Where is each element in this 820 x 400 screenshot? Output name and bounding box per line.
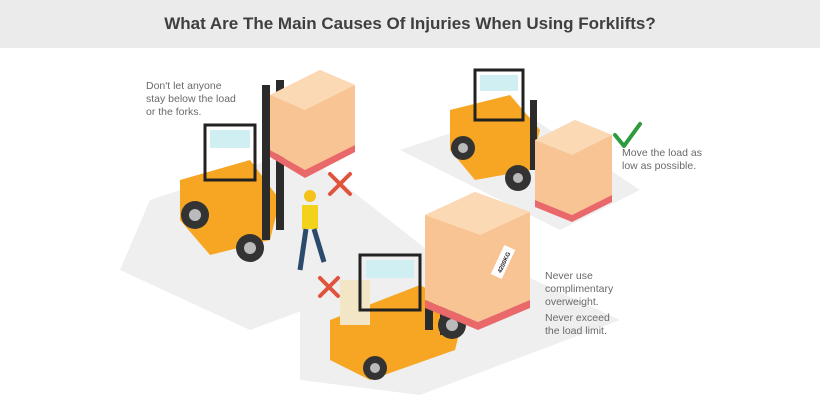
forklift-right: [450, 68, 612, 222]
worker: [297, 190, 327, 271]
note-overweight: Never use complimentary overweight.: [545, 270, 614, 308]
check-icon: [613, 122, 642, 148]
note-load-limit: Never exceed the load limit.: [545, 312, 610, 337]
header-band: What Are The Main Causes Of Injuries Whe…: [0, 0, 820, 48]
forklift-left: [180, 70, 355, 262]
forklift-bottom: 4200KG: [330, 192, 530, 380]
cross-icon: [328, 172, 352, 196]
note-below-load: Don't let anyone stay below the load or …: [146, 80, 236, 118]
note-move-low: Move the load as low as possible.: [622, 147, 702, 172]
cross-icon: [318, 276, 340, 298]
page-title: What Are The Main Causes Of Injuries Whe…: [164, 14, 656, 33]
